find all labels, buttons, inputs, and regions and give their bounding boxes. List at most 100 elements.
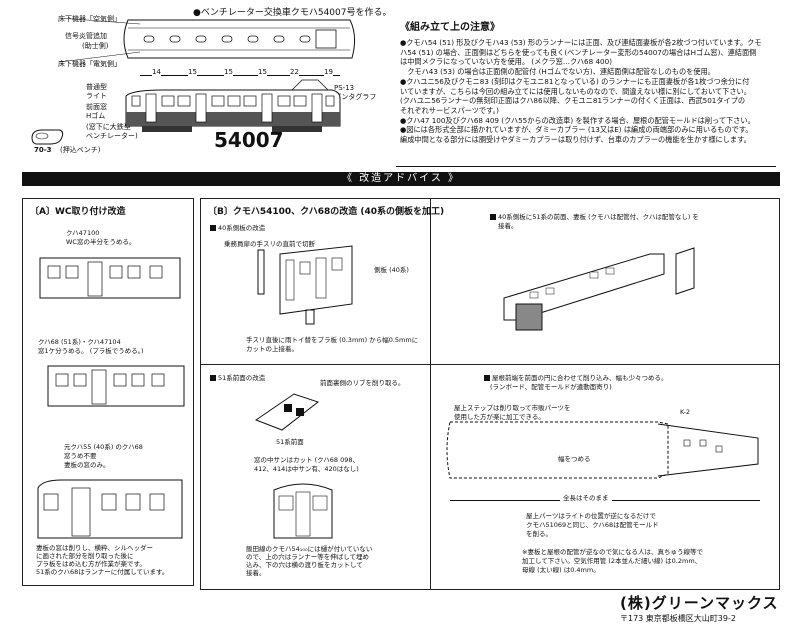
b-step2-cut-2: 412、414は中サン有、420はなし) bbox=[254, 465, 359, 473]
dim-3: 15 bbox=[224, 68, 233, 77]
label-ps13: PS-13 パンタグラフ bbox=[334, 84, 377, 101]
b-step4-title: 屋根前端を前面の円に合わせて削り込み、幅も少々つめる。 bbox=[484, 374, 668, 382]
step-1-icon bbox=[210, 225, 216, 231]
b-step2-label: 51系前面 bbox=[276, 438, 304, 446]
b-step4-step2: 使用した方が楽に加工できる。 bbox=[454, 413, 545, 421]
dimension-line bbox=[140, 75, 340, 76]
b-step4-pipe-2: クモハ51069と同じ、クハ68は配管モールド bbox=[526, 521, 659, 529]
a-note3-line2: 窓うめ不要 bbox=[64, 452, 97, 460]
b-step3-title2: 接着。 bbox=[498, 222, 518, 230]
step-4-icon bbox=[484, 375, 490, 381]
label-part-note: (押込ベンチ) bbox=[60, 146, 101, 154]
a-car-drawing-3 bbox=[37, 479, 183, 539]
b-step1-note-2: カットの上接着。 bbox=[246, 345, 298, 353]
a-note1-line2: WC窓の半分をうめる。 bbox=[66, 238, 136, 246]
b-step4-title-text: 屋根前端を前面の円に合わせて削り込み、幅も少々つめる。 bbox=[492, 374, 668, 382]
dim-6: 19 bbox=[324, 68, 333, 77]
step-2-icon bbox=[210, 375, 216, 381]
note-line: ハ54 (51) の場合、正面側はどちらを使っても良く(ベンチレーター変形の54… bbox=[400, 47, 757, 57]
note-line: いていますが、こちらは今回の組み立てには使用しないものなので、間違えない様に別に… bbox=[400, 86, 751, 96]
label-front-window: 前面窓 Hゴム bbox=[86, 103, 107, 120]
note-line: (クハユニ56ランナーの無刻印正面はクハ86以降、クモユニ81ランナーの付くく正… bbox=[400, 96, 746, 106]
b-step1-side: 側板 (40系) bbox=[374, 266, 409, 274]
label-part-no: 70-3 bbox=[34, 146, 52, 154]
notes-body: ●クモハ54 (51) 形及びクモハ43 (53) 形のランナーには正面、及び連… bbox=[400, 38, 762, 145]
roof-plan-drawing bbox=[59, 17, 356, 63]
b-step4-width: 幅をつめる bbox=[558, 455, 591, 463]
b-step2-note: 飯田線のクモハ54₁₀₀には樋が付いていない ので、上の穴はランナー等を伸ばして… bbox=[246, 545, 372, 578]
note-line: ●クハユニ56及びクモニ83 (刻印はクモユニ81となっている) のランナーにも… bbox=[400, 76, 750, 86]
a-note2-line1: クハ68 (51系)・クハ47104 bbox=[38, 338, 121, 346]
a-note3-line1: 元クハ55 (40系) のクハ68 bbox=[64, 443, 143, 451]
b-step2-rib: 前面裏側のリブを削り取る。 bbox=[320, 379, 405, 387]
note-line: ●クハ47 100及びクハ68 409 (クハ55からの改造車) を製作する場合… bbox=[400, 115, 755, 125]
a-note4-line: プラ板をはめ込む方が作業が楽です。 bbox=[36, 560, 146, 569]
b-step2-note-line: 込み、下の穴は横の渡り板をカットして bbox=[246, 561, 363, 570]
b-step2-front-drawing bbox=[254, 393, 320, 431]
dim-5: 22 bbox=[290, 68, 299, 77]
b-step3-drawing bbox=[503, 247, 695, 331]
note-line: ●クモハ54 (51) 形及びクモハ43 (53) 形のランナーには正面、及び連… bbox=[400, 38, 762, 47]
a-note4-line: 妻板の窓は削りし、横粋、シルヘッダー bbox=[36, 544, 153, 552]
b-step2-title-text: 51系前面の改造 bbox=[218, 374, 266, 382]
b-step2-note-line: 接着。 bbox=[246, 569, 266, 578]
notes-title: 《組み立て上の注意》 bbox=[400, 22, 500, 33]
b-step2-note-line: 飯田線のクモハ54₁₀₀には樋が付いていない bbox=[246, 545, 373, 553]
notes-divider bbox=[396, 166, 776, 167]
train-side-drawing bbox=[125, 79, 341, 132]
b-step4-roof-drawing bbox=[446, 421, 759, 479]
section-b-box bbox=[200, 198, 780, 590]
note-line: は中間メクラになっていない方を使用。 (メクラ窓…クハ68 400) bbox=[400, 57, 613, 67]
b-step1-note-1: 手スリ直後に雨トイ替をプラ板 (0.3mm) から幅0.5mmに bbox=[246, 336, 419, 344]
a-note4: 妻板の窓は削りし、横粋、シルヘッダー に画された部分を削り取った後に プラ板をは… bbox=[36, 544, 168, 577]
b-step2-title: 51系前面の改造 bbox=[210, 374, 265, 382]
car-number: 54007 bbox=[214, 128, 284, 152]
dim-2: 15 bbox=[188, 68, 197, 77]
b-step3-title: 40系側板に51系の前面、妻板 (クモハは配管付、クハは配管なし) を bbox=[490, 213, 699, 221]
a-note2-line2: 窓1ケ分うめる。 (プラ板でうめる。) bbox=[38, 347, 144, 355]
b-step4-title2: (ランボード、配管モールドが違動面寄り) bbox=[490, 383, 612, 391]
b-divider-v1 bbox=[430, 199, 431, 364]
b-step1-cut: 乗務員扉の手スリの直前で切断 bbox=[224, 240, 315, 248]
b-step4-pipe-3: を削る。 bbox=[526, 530, 552, 538]
b-step4-k2: K-2 bbox=[680, 408, 691, 416]
b-divider-v2 bbox=[430, 364, 431, 590]
label-bench: (窓下に大鉄型 ベンチレーター) bbox=[86, 123, 138, 140]
b-step1-title-text: 40系側板の改造 bbox=[218, 224, 266, 232]
label-signal-sub: (助士側) bbox=[82, 42, 109, 50]
b-step3-title-text: 40系側板に51系の前面、妻板 (クモハは配管付、クハは配管なし) を bbox=[498, 213, 699, 221]
label-light: 普通型 ライト bbox=[86, 83, 107, 100]
a-car-drawing-2 bbox=[47, 365, 185, 407]
b-step4-length: 全長はそのまま bbox=[560, 494, 612, 503]
b-step2-cab-drawing bbox=[273, 483, 333, 539]
bench-part-drawing bbox=[31, 129, 64, 145]
section-a-title: 〔A〕WC取り付け改造 bbox=[30, 207, 126, 217]
dim-1: 14 bbox=[152, 68, 161, 77]
top-title: ●ベンチレーター交換車クモハ54007号を作る。 bbox=[193, 8, 392, 18]
advice-banner-title: 《 改造アドバイス 》 bbox=[341, 173, 461, 184]
b-step1-drawing bbox=[257, 245, 353, 325]
a-note3-line3: 妻板の窓のみ。 bbox=[64, 461, 110, 469]
note-line: それぞれサービスパーツです。) bbox=[400, 106, 499, 116]
label-signal: 信号炎管追加 bbox=[65, 32, 107, 40]
advice-banner: 《 改造アドバイス 》 bbox=[22, 172, 780, 186]
section-b-title: 〔B〕クモハ54100、クハ68の改造 (40系の側板を加工) bbox=[208, 207, 445, 217]
b-step1-title: 40系側板の改造 bbox=[210, 224, 265, 232]
company-name: (株)グリーンマックス bbox=[620, 594, 779, 612]
note-line: 編成中間となる部分には胴受けやダミーカプラーは取り付けず、台車のカプラーの機能を… bbox=[400, 135, 751, 145]
a-note4-line: に画された部分を削り取った後に bbox=[36, 552, 134, 561]
b-step2-note-line: ので、上の穴はランナー等を伸ばして埋め bbox=[246, 553, 370, 562]
dim-4: 15 bbox=[258, 68, 267, 77]
company-address: 〒173 東京都板橋区大山町39-2 bbox=[620, 614, 736, 623]
a-note4-line: 51系のクハ68はランナーに付属しています。 bbox=[36, 568, 169, 577]
b-step4-step: 屋上ステップは削り取って市販パーツを bbox=[454, 404, 571, 412]
note-line: クモハ43 (53) の場合は正面側の配管付 (Hゴムでない方)、連結面側は配管… bbox=[400, 67, 715, 77]
b-step4-foot-2: 加工して下さい。空気作用管 (2本並んだ細い線) は0.2mm、 bbox=[522, 557, 702, 565]
a-note1-line1: クハ47100 bbox=[66, 229, 100, 237]
b-step4-foot-1: ※妻板と屋根の配管が逆なので気になる人は、真ちゅう線等で bbox=[522, 548, 703, 556]
b-step4-foot-3: 母線 (太い線) は0.4mm。 bbox=[522, 566, 600, 574]
section-a-box bbox=[22, 198, 194, 586]
step-3-icon bbox=[490, 214, 496, 220]
b-divider-h bbox=[201, 364, 779, 365]
note-line: ●図には各形式全部に描かれていますが、ダミーカプラー (13又はE) は編成の両… bbox=[400, 125, 753, 135]
